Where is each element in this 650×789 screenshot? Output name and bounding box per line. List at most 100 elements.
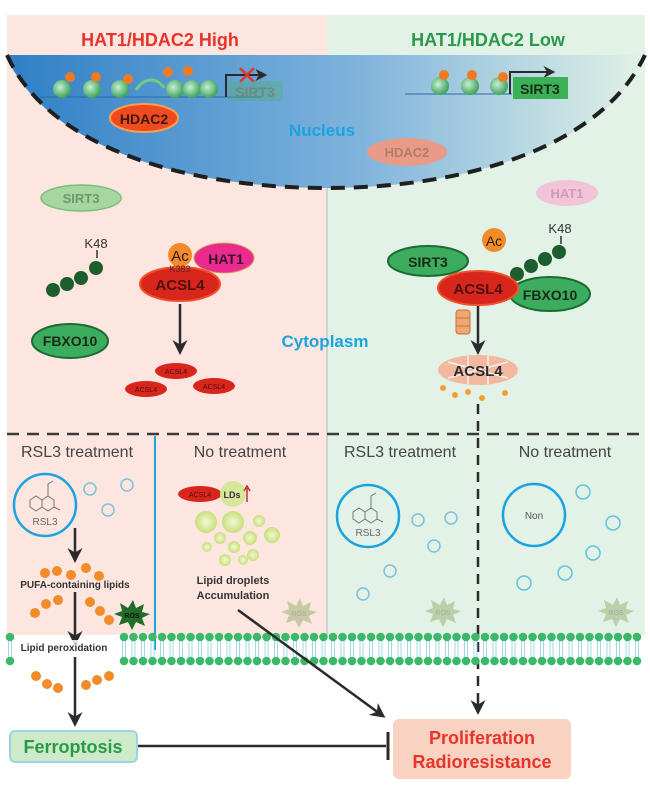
hdac2-low: [367, 138, 447, 166]
ubiquitin: [60, 277, 74, 291]
lipid-tail: [397, 641, 402, 657]
low-rsl3-title: RSL3 treatment: [344, 444, 457, 461]
sirt3-gene-high-label: SIRT3: [235, 84, 275, 100]
lipid-head: [148, 632, 157, 642]
lipid-head: [442, 632, 452, 642]
acsl4-small: [155, 363, 197, 379]
lipid-head: [138, 656, 148, 666]
lipid-head: [623, 656, 632, 666]
acsl4-small: [125, 381, 167, 397]
lipid-head: [119, 632, 129, 642]
lipid-head: [575, 656, 585, 666]
lipid-head: [338, 656, 347, 666]
lipid-tail: [483, 641, 487, 657]
lipid-head: [575, 632, 585, 642]
lipid-head: [186, 632, 195, 642]
nucleosome: [183, 80, 201, 98]
lipid-head: [328, 632, 338, 642]
ac-tag: [123, 74, 133, 84]
lipid-head: [129, 632, 138, 642]
lipid-head: [613, 656, 623, 666]
lipid-head: [157, 632, 167, 642]
lipid-tail: [511, 641, 516, 657]
lipid-tail: [606, 641, 611, 657]
lipid-head: [119, 656, 129, 666]
lipid-tail: [122, 641, 126, 657]
lipid-tail: [141, 641, 145, 657]
lipid-head: [490, 632, 499, 642]
lipid-head: [632, 656, 642, 666]
lipid-head: [243, 632, 252, 642]
acsl4-small: [193, 378, 235, 394]
lipid-head: [281, 656, 290, 666]
lipid-tail: [131, 641, 136, 657]
lipid-head: [461, 656, 471, 666]
lds-label: LDs: [223, 490, 240, 500]
ubiquitin: [538, 252, 552, 266]
ac-tag: [467, 70, 477, 80]
lipid-head: [157, 656, 167, 666]
lipid-tail: [549, 641, 554, 657]
high-none-title: No treatment: [194, 444, 287, 461]
nucleosome: [111, 80, 129, 98]
lipid-head: [195, 656, 205, 666]
lipid-tail: [540, 641, 544, 657]
lipid-tail: [312, 641, 316, 657]
ros-burst-faded: ROS: [425, 597, 461, 627]
hdac2-low-label: HDAC2: [385, 145, 430, 160]
lipid-head: [509, 632, 518, 642]
lipid-tail: [369, 641, 373, 657]
lipid-tail: [264, 641, 269, 657]
lipid-droplet: [222, 511, 244, 533]
rsl3-low-label: RSL3: [355, 528, 380, 539]
lipid-head: [499, 656, 509, 666]
lipid-head: [233, 656, 243, 666]
lipid-head: [281, 632, 290, 642]
lipid-head: [214, 656, 224, 666]
acsl4-low-label: ACSL4: [453, 281, 503, 298]
ubiquitin: [46, 283, 60, 297]
ac-tag: [498, 72, 508, 82]
lipid-head: [385, 656, 395, 666]
ubiquitin: [89, 261, 103, 275]
lipid-tail: [587, 641, 592, 657]
plasma-membrane: [5, 632, 642, 666]
lipid-tail: [426, 641, 430, 657]
rsl3-molecules: [83, 478, 134, 517]
lipid-tail: [407, 641, 411, 657]
proliferation-box: [393, 719, 571, 779]
lipid-head: [376, 632, 385, 642]
hat1-high: [193, 242, 255, 274]
lipid-head: [499, 632, 509, 642]
lipid-tail: [207, 641, 212, 657]
nucleosome: [53, 80, 71, 98]
lipid-head: [528, 632, 537, 642]
lipid-head: [205, 656, 214, 666]
lipid-head: [509, 656, 518, 666]
lipid-tail: [625, 641, 630, 657]
lipid-head: [442, 656, 452, 666]
lipid-head: [556, 656, 566, 666]
increase-arrow-icon: [243, 484, 251, 502]
ac-low: [482, 228, 506, 252]
lipid-droplet: [238, 555, 248, 565]
ubiquitin: [552, 245, 566, 259]
degradation-mesh: [447, 356, 509, 384]
pufa-label: PUFA-containing lipids: [20, 580, 130, 591]
rsl3-high-label: RSL3: [32, 517, 57, 528]
nuclear-envelope: [5, 54, 647, 191]
lipid-head: [300, 632, 309, 642]
lipid-tail: [160, 641, 164, 657]
k48-low-label: K48: [548, 221, 571, 236]
ac-tag: [439, 70, 449, 80]
ac-tag: [183, 66, 193, 76]
lipid-head: [290, 656, 300, 666]
acsl4-small-label: ACSL4: [165, 369, 187, 376]
lipid-tail: [492, 641, 497, 657]
k48-high-label: K48: [84, 236, 107, 251]
radioresistance-label: Radioresistance: [412, 752, 551, 772]
peroxidized-lipids: [30, 595, 114, 693]
lipid-head: [604, 656, 613, 666]
ac-high: [168, 243, 192, 267]
